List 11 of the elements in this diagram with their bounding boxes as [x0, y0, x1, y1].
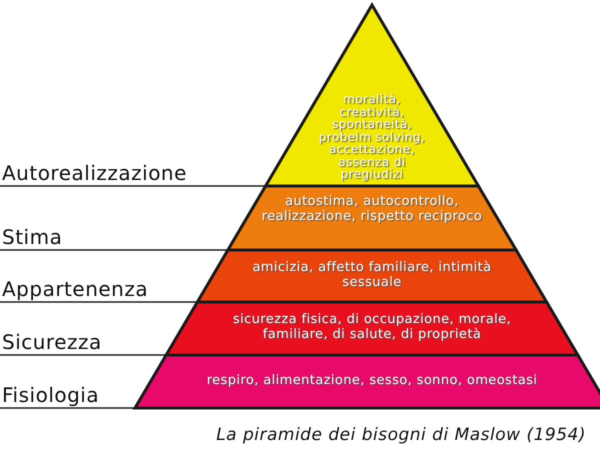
level-name: Sicurezza	[2, 331, 102, 353]
level-description: moralità, creatività, spontaneità, probelm solving, accettazione, assenza di pregiudizi	[318, 93, 426, 180]
level-name: Stima	[2, 226, 62, 248]
level-name: Fisiologia	[2, 384, 100, 406]
level-description: autostima, autocontrollo, realizzazione, rispetto reciproco	[260, 194, 484, 224]
level-description: amicizia, affetto familiare, intimità sessuale	[251, 260, 493, 290]
caption: La piramide dei bisogni di Maslow (1954)	[216, 425, 586, 445]
level-description: sicurezza fisica, di occupazione, morale, familiare, di salute, di proprietà	[232, 312, 512, 342]
level-name: Appartenenza	[2, 278, 148, 300]
level-description: respiro, alimentazione, sesso, sonno, omeostasi	[206, 373, 538, 388]
level-name: Autorealizzazione	[2, 162, 187, 184]
